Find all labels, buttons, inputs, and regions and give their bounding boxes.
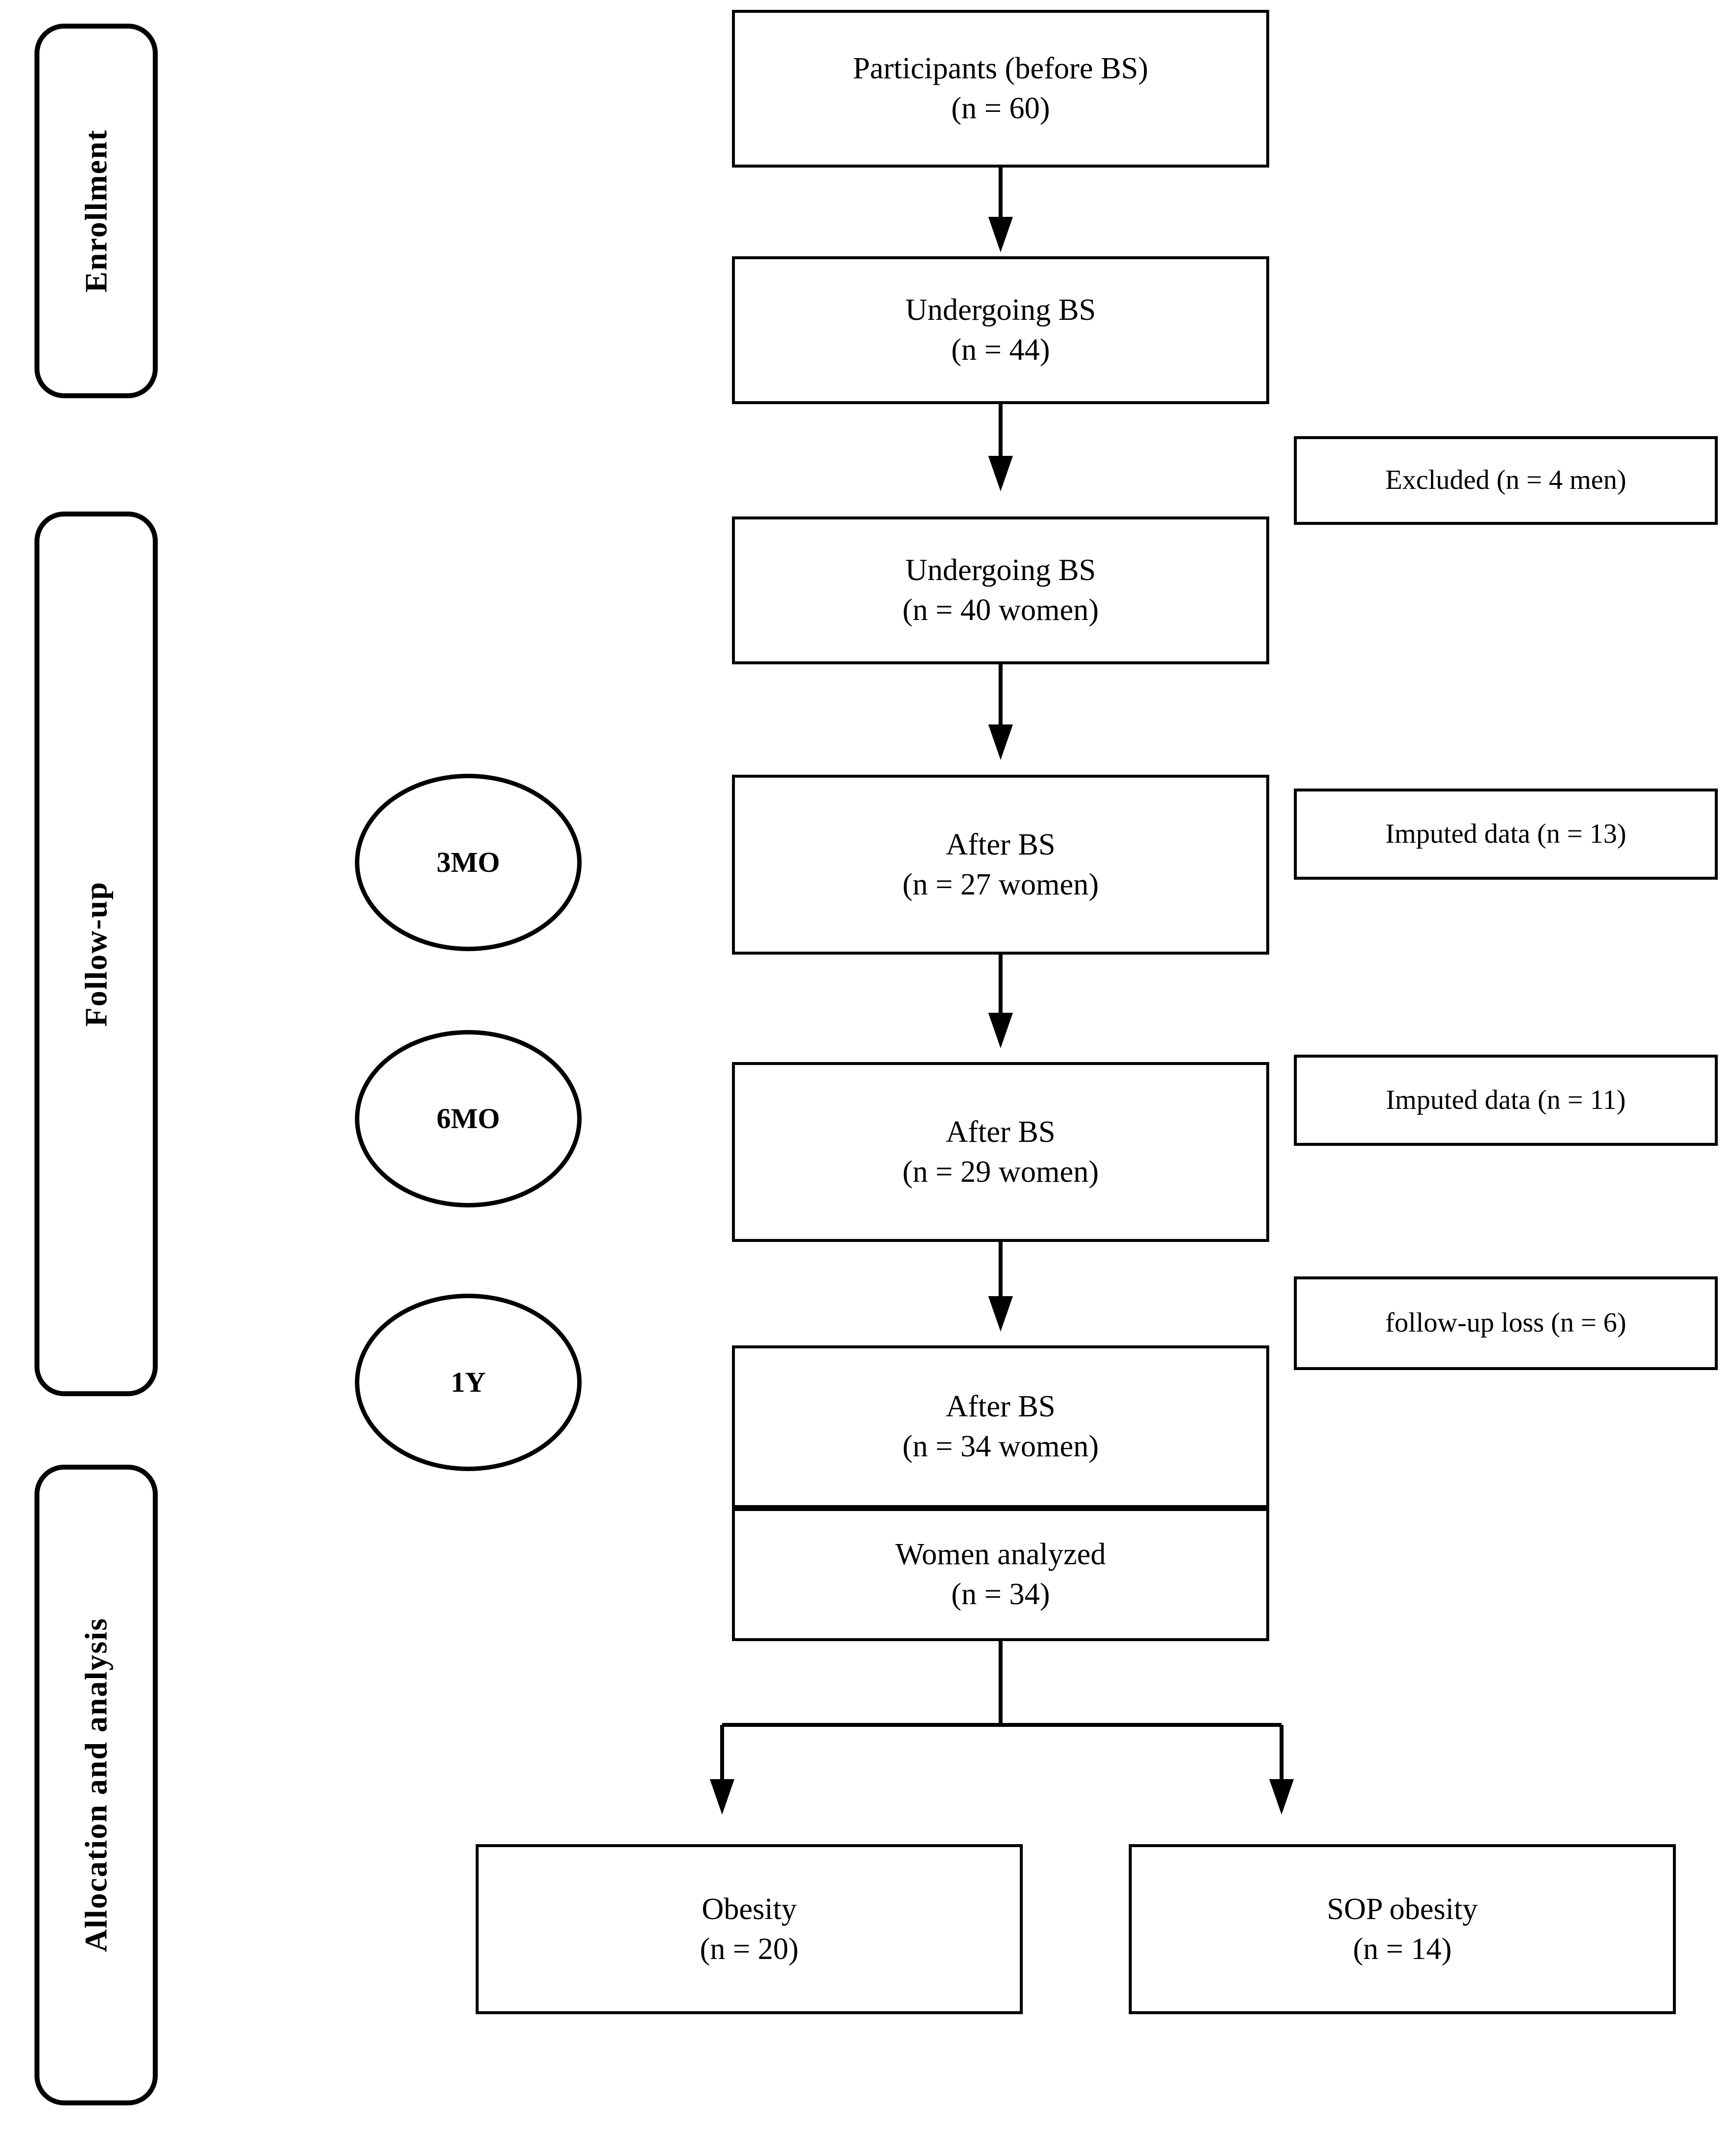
node-undergoing-bs-44: Undergoing BS (n = 44): [732, 256, 1269, 404]
node-after-bs-34-line1: After BS: [945, 1390, 1056, 1424]
arrow-participants-to-undergoing44: [988, 168, 1013, 252]
phase-allocation: Allocation and analysis: [35, 1465, 158, 2105]
sidebox-imputed-11: Imputed data (n = 11): [1294, 1055, 1718, 1146]
node-women-analyzed: Women analyzed (n = 34): [732, 1508, 1269, 1641]
timepoint-3mo: 3MO: [355, 774, 582, 951]
node-obesity-line1: Obesity: [701, 1892, 797, 1926]
node-after-bs-27-line2: (n = 27 women): [902, 867, 1099, 901]
node-sop-obesity-line1: SOP obesity: [1326, 1892, 1478, 1926]
node-sop-obesity: SOP obesity (n = 14): [1129, 1844, 1676, 2014]
phase-followup-label: Follow-up: [78, 881, 113, 1027]
node-undergoing-bs-40-line2: (n = 40 women): [902, 593, 1099, 627]
arrow-undergoing44-to-undergoing40: [988, 404, 1013, 491]
node-after-bs-27-line1: After BS: [945, 827, 1056, 861]
split-connector-women-analyzed: [710, 1641, 1294, 1815]
node-obesity: Obesity (n = 20): [476, 1844, 1023, 2014]
node-after-bs-34-line2: (n = 34 women): [902, 1430, 1099, 1463]
sidebox-imputed-13: Imputed data (n = 13): [1294, 789, 1718, 880]
node-participants-line1: Participants (before BS): [853, 52, 1148, 86]
arrow-undergoing40-to-afterbs27: [988, 663, 1013, 760]
node-sop-obesity-line2: (n = 14): [1353, 1932, 1452, 1966]
timepoint-1y-label: 1Y: [451, 1366, 486, 1398]
node-women-analyzed-line2: (n = 34): [951, 1578, 1050, 1611]
timepoint-1y: 1Y: [355, 1294, 582, 1471]
node-women-analyzed-line1: Women analyzed: [895, 1538, 1106, 1572]
node-undergoing-bs-44-line1: Undergoing BS: [905, 293, 1096, 327]
node-after-bs-29-line2: (n = 29 women): [902, 1155, 1099, 1189]
phase-enrollment-label: Enrollment: [78, 129, 113, 293]
node-participants-line2: (n = 60): [951, 92, 1050, 125]
node-after-bs-29: After BS (n = 29 women): [732, 1062, 1269, 1242]
node-participants: Participants (before BS) (n = 60): [732, 10, 1269, 168]
arrow-afterbs27-to-afterbs29: [988, 954, 1013, 1048]
node-undergoing-bs-40-line1: Undergoing BS: [905, 553, 1096, 587]
node-obesity-line2: (n = 20): [699, 1932, 799, 1966]
sidebox-imputed-11-label: Imputed data (n = 11): [1386, 1084, 1626, 1115]
sidebox-excluded-label: Excluded (n = 4 men): [1385, 465, 1627, 496]
arrow-afterbs29-to-afterbs34: [988, 1242, 1013, 1332]
phase-enrollment: Enrollment: [35, 24, 158, 398]
node-after-bs-29-line1: After BS: [945, 1115, 1056, 1149]
sidebox-excluded: Excluded (n = 4 men): [1294, 436, 1718, 525]
sidebox-imputed-13-label: Imputed data (n = 13): [1385, 818, 1627, 849]
sidebox-followup-loss: follow-up loss (n = 6): [1294, 1276, 1718, 1370]
phase-followup: Follow-up: [35, 512, 158, 1396]
timepoint-6mo: 6MO: [355, 1030, 582, 1207]
timepoint-3mo-label: 3MO: [436, 846, 500, 878]
node-after-bs-27: After BS (n = 27 women): [732, 775, 1269, 955]
phase-allocation-label: Allocation and analysis: [78, 1617, 113, 1953]
sidebox-followup-loss-label: follow-up loss (n = 6): [1385, 1307, 1627, 1339]
timepoint-6mo-label: 6MO: [436, 1102, 500, 1134]
node-undergoing-bs-40: Undergoing BS (n = 40 women): [732, 516, 1269, 664]
node-undergoing-bs-44-line2: (n = 44): [951, 333, 1050, 367]
node-after-bs-34: After BS (n = 34 women): [732, 1345, 1269, 1508]
